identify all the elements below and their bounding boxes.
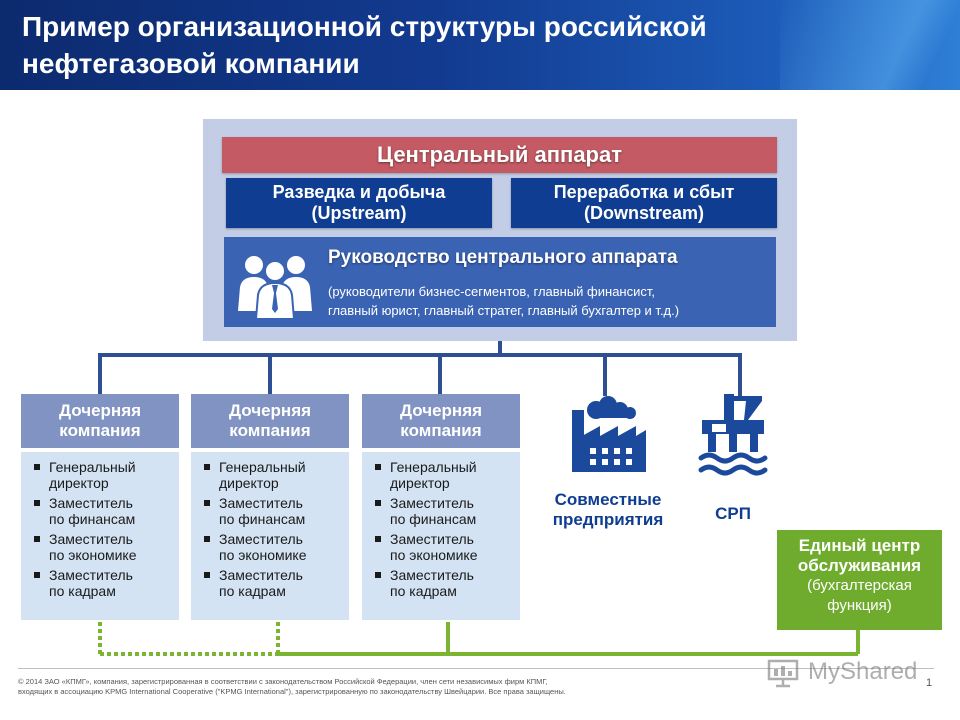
subsidiary-2-title-line-1: Дочерняя [228, 401, 312, 420]
subsidiary-3-title-line-1: Дочерняя [399, 401, 483, 420]
role-line: Заместитель [219, 567, 303, 583]
people-group-icon [238, 256, 312, 319]
footer-divider [18, 668, 934, 669]
central-management-title: Руководство центрального аппарата [328, 247, 678, 268]
watermark: MyShared [766, 654, 936, 694]
central-apparatus-title: Центральный аппарат [222, 137, 777, 173]
role-line: директор [390, 475, 450, 491]
psa-label: СРП [715, 504, 751, 523]
subsidiary-1-title-line-1: Дочерняя [58, 401, 142, 420]
role-line: по экономике [390, 547, 478, 563]
service-center-title-line-2: обслуживания [797, 556, 922, 575]
footer-copyright: © 2014 ЗАО «КПМГ», компания, зарегистрир… [18, 677, 718, 697]
joint-ventures-line-1: Совместные [554, 490, 662, 509]
subsidiary-3-title-line-2: компания [400, 421, 482, 440]
role-line: Заместитель [49, 567, 133, 583]
subsidiary-3-header: Дочерняя компания [362, 394, 520, 448]
subsidiary-1-header: Дочерняя компания [21, 394, 179, 448]
role-line: по кадрам [219, 583, 286, 599]
role-line: Заместитель [219, 495, 303, 511]
segment-downstream-line-1: Переработка и сбыт [553, 182, 735, 202]
role-line: директор [219, 475, 279, 491]
subsidiary-2-header: Дочерняя компания [191, 394, 349, 448]
joint-ventures-label: Совместные предприятия [538, 490, 678, 530]
segment-downstream: Переработка и сбыт (Downstream) [511, 178, 777, 228]
role-line: по экономике [219, 547, 307, 563]
page-title-line-1: Пример организационной структуры российс… [22, 11, 707, 42]
role-line: Заместитель [49, 531, 133, 547]
role-line: Заместитель [219, 531, 303, 547]
subsidiary-1-title-line-2: компания [59, 421, 141, 440]
role-line: Заместитель [49, 495, 133, 511]
header-decoration [780, 0, 960, 90]
role-line: по кадрам [390, 583, 457, 599]
central-management-desc-line-1: (руководители бизнес-сегментов, главный … [328, 284, 655, 299]
footer-copyright-line-2: входящих в ассоциацию KPMG International… [18, 687, 566, 696]
oil-platform-icon [698, 394, 768, 476]
role-line: по экономике [49, 547, 137, 563]
segment-downstream-line-2: (Downstream) [583, 203, 704, 223]
joint-ventures-line-2: предприятия [552, 510, 664, 529]
role-line: Генеральный [219, 459, 306, 475]
shared-service-center-box: Единый центр обслуживания (бухгалтерская… [777, 530, 942, 630]
role-line: по кадрам [49, 583, 116, 599]
header-banner [0, 0, 960, 90]
footer-copyright-line-1: © 2014 ЗАО «КПМГ», компания, зарегистрир… [18, 677, 548, 686]
role-line: Генеральный [49, 459, 136, 475]
role-line: по финансам [390, 511, 477, 527]
role-line: по финансам [219, 511, 306, 527]
page-title: Пример организационной структуры российс… [22, 8, 902, 82]
subsidiary-2-title-line-2: компания [229, 421, 311, 440]
role-line: Генеральный [390, 459, 477, 475]
presentation-board-icon [767, 659, 799, 688]
service-center-sub-line-2: функция) [827, 597, 892, 614]
segment-upstream: Разведка и добыча (Upstream) [226, 178, 492, 228]
role-line: по финансам [49, 511, 136, 527]
central-management-desc-line-2: главный юрист, главный стратег, главный … [328, 303, 680, 318]
role-line: директор [49, 475, 109, 491]
service-center-sub-line-1: (бухгалтерская [807, 577, 912, 594]
segment-upstream-line-1: Разведка и добыча [272, 182, 446, 202]
service-center-title-line-1: Единый центр [798, 536, 921, 555]
central-management-description: (руководители бизнес-сегментов, главный … [328, 282, 679, 320]
watermark-text: MyShared [808, 658, 918, 685]
page-number: 1 [926, 677, 933, 689]
central-management-box: Руководство центрального аппарата (руков… [224, 237, 776, 327]
role-line: Заместитель [390, 567, 474, 583]
segment-upstream-line-2: (Upstream) [311, 203, 407, 223]
page-title-line-2: нефтегазовой компании [22, 48, 360, 79]
role-line: Заместитель [390, 495, 474, 511]
role-line: Заместитель [390, 531, 474, 547]
factory-icon [572, 396, 646, 472]
